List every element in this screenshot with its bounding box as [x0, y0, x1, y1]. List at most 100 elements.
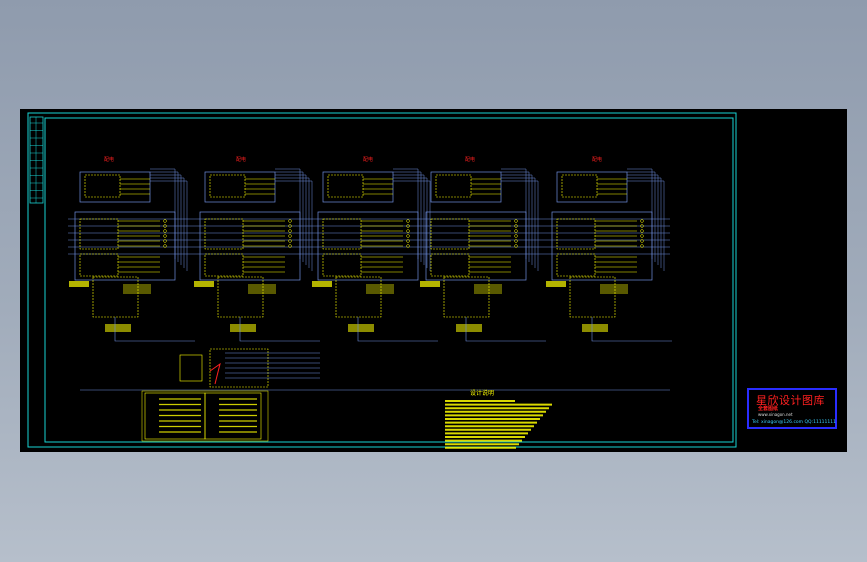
- terminal-strip: [474, 284, 502, 294]
- breaker-group: [79, 253, 119, 277]
- label-block: [348, 324, 374, 332]
- breaker-group: [430, 253, 470, 277]
- terminal: [514, 219, 518, 223]
- tie-wire: [393, 177, 428, 268]
- return-wire: [114, 317, 195, 342]
- tie-wire: [627, 168, 653, 259]
- top-breaker-group: [561, 174, 598, 198]
- legend-table: [204, 392, 262, 440]
- label-block: [105, 324, 131, 332]
- breaker-group: [322, 218, 362, 250]
- tie-wire: [501, 180, 539, 271]
- tie-wire: [150, 171, 179, 262]
- main-panel-box: [199, 211, 301, 281]
- tie-wire: [627, 174, 659, 265]
- control-box: [335, 276, 382, 318]
- sub-panel-box: [179, 354, 203, 382]
- terminal: [514, 244, 518, 248]
- top-breaker-group: [84, 174, 121, 198]
- main-panel-box: [317, 211, 419, 281]
- panel-2: [194, 168, 320, 342]
- terminal: [640, 239, 644, 243]
- main-panel-box: [425, 211, 527, 281]
- label-block: [69, 281, 89, 287]
- tie-wire: [501, 174, 533, 265]
- return-wire: [239, 317, 320, 342]
- tie-wire: [393, 180, 431, 271]
- terminal-strip: [600, 284, 628, 294]
- main-panel-box: [74, 211, 176, 281]
- terminal: [163, 224, 167, 228]
- tie-wire: [275, 168, 301, 259]
- panel-title: 配电: [104, 156, 114, 163]
- panel-5: [546, 168, 672, 342]
- control-box: [443, 276, 490, 318]
- label-block: [312, 281, 332, 287]
- breaker-group: [79, 218, 119, 250]
- panel-title: 配电: [465, 156, 475, 163]
- breaker-group: [204, 253, 244, 277]
- tie-wire: [627, 180, 665, 271]
- terminal: [406, 224, 410, 228]
- top-feeder-box: [322, 171, 394, 203]
- terminal: [163, 244, 167, 248]
- panel-title: 配电: [363, 156, 373, 163]
- tie-wire: [627, 171, 656, 262]
- panel-1: [69, 168, 195, 342]
- panel-3: [312, 168, 438, 342]
- electrical-schematic: 配电配电配电配电配电 设计说明: [27, 112, 737, 449]
- panel-title: 配电: [592, 156, 602, 163]
- top-breaker-group: [327, 174, 364, 198]
- terminal: [640, 234, 644, 238]
- stamp-website: www.xinagon.net: [758, 412, 793, 417]
- breaker-group: [556, 253, 596, 277]
- notes-heading: 设计说明: [470, 389, 494, 397]
- binding-strip: [29, 116, 44, 204]
- tie-wire: [275, 177, 310, 268]
- breaker-group: [322, 253, 362, 277]
- red-marker: [209, 362, 221, 385]
- tie-wire: [501, 168, 527, 259]
- return-wire: [357, 317, 438, 342]
- control-box: [92, 276, 139, 318]
- tie-wire: [150, 177, 185, 268]
- top-breaker-group: [209, 174, 246, 198]
- label-block: [582, 324, 608, 332]
- terminal: [514, 229, 518, 233]
- watermark-stamp: 星欣设计图库 全套图纸 www.xinagon.net Tel: xinagon…: [747, 388, 837, 429]
- label-block: [546, 281, 566, 287]
- terminal: [640, 229, 644, 233]
- sub-panel: [179, 348, 320, 388]
- tie-wire: [275, 171, 304, 262]
- top-feeder-box: [430, 171, 502, 203]
- terminal: [640, 224, 644, 228]
- tie-wire: [275, 180, 313, 271]
- label-block: [194, 281, 214, 287]
- label-block: [456, 324, 482, 332]
- drawing-sheet: 配电配电配电配电配电 设计说明: [20, 109, 847, 452]
- tie-wire: [275, 174, 307, 265]
- terminal: [163, 219, 167, 223]
- tie-wire: [501, 171, 530, 262]
- panel-4: [420, 168, 546, 342]
- terminal: [163, 234, 167, 238]
- strip-box: [29, 116, 44, 204]
- legend-frame: [141, 390, 269, 442]
- tie-wire: [393, 168, 419, 259]
- control-box: [569, 276, 616, 318]
- return-wire: [591, 317, 672, 342]
- breaker-group: [204, 218, 244, 250]
- outer-frame: [27, 112, 737, 448]
- terminal: [163, 239, 167, 243]
- tie-wire: [150, 174, 182, 265]
- stamp-subtitle: 全套图纸: [758, 406, 779, 412]
- terminal: [514, 224, 518, 228]
- tie-wire: [393, 174, 425, 265]
- terminal: [406, 229, 410, 233]
- terminal-strip: [366, 284, 394, 294]
- label-block: [230, 324, 256, 332]
- tie-wire: [150, 168, 176, 259]
- terminal: [514, 239, 518, 243]
- top-feeder-box: [204, 171, 276, 203]
- terminal: [288, 234, 292, 238]
